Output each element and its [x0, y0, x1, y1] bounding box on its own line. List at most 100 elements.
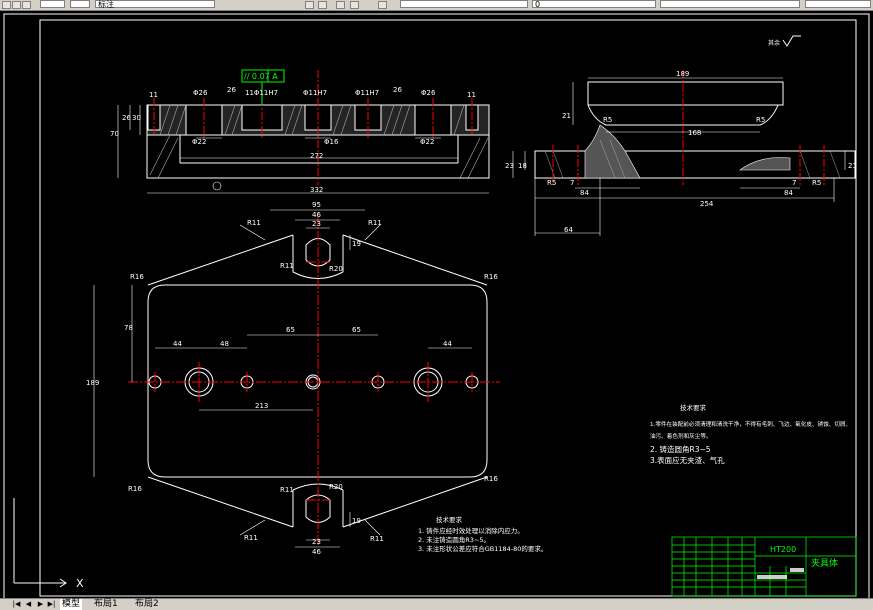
notes-mid-title: 技术要求 — [436, 515, 463, 524]
dim-46-top: 46 — [312, 211, 321, 219]
dim-r16-b: R16 — [484, 273, 498, 281]
tab-first-button[interactable]: |◀ — [12, 600, 21, 608]
layer-linetype-swatch[interactable] — [70, 0, 90, 8]
notes-right-line-1: 1.零件在装配前必须清理和清洗干净，不得有毛刺、飞边、氧化皮、锈蚀、切屑、 — [650, 420, 851, 428]
toolbar: 标注 0 — [0, 0, 873, 11]
color-dropdown[interactable] — [400, 0, 528, 8]
dim-hole-right: Φ11H7 — [355, 89, 379, 97]
drawing-svg: 其余 — [3, 13, 870, 600]
dim-d26-right: Φ26 — [421, 89, 436, 97]
dim-d16: Φ16 — [324, 138, 339, 146]
dim-r16-c: R16 — [128, 485, 142, 493]
roughness-note: 其余 — [768, 39, 780, 47]
dim-h23: 23 — [505, 162, 514, 170]
dim-44-right: 44 — [443, 340, 452, 348]
dim-189: 189 — [676, 70, 689, 78]
dim-h70: 70 — [110, 130, 119, 138]
dim-h21b: 21 — [848, 162, 857, 170]
tab-layout1[interactable]: 布局1 — [94, 599, 118, 609]
dim-168: 168 — [688, 129, 701, 137]
properties-icon[interactable] — [378, 1, 387, 9]
notes-mid-line-3: 3. 未注形状公差应符合GB1184-80的要求。 — [418, 544, 547, 553]
tab-layout2[interactable]: 布局2 — [135, 599, 159, 609]
plan-view: 95 46 23 19 R11 R11 R11 R20 R16 R16 R16 … — [86, 201, 500, 556]
tab-model[interactable]: 模型 — [60, 599, 83, 610]
dim-95: 95 — [312, 201, 321, 209]
dim-r5a: R5 — [603, 116, 612, 124]
top-view: // 0.07 A 11 11 Φ26 Φ26 26 26 11Φ11H7 Φ1… — [110, 69, 490, 194]
layer-freeze-icon[interactable] — [12, 1, 21, 9]
text-style-icon[interactable] — [318, 1, 327, 9]
dim-7a: 7 — [570, 179, 574, 187]
roughness-symbol-icon — [782, 35, 801, 47]
dim-7b: 7 — [792, 179, 796, 187]
dim-r5c: R5 — [547, 179, 556, 187]
dim-r20-top: R20 — [329, 265, 343, 273]
dim-w11-right: 11 — [467, 91, 476, 99]
dim-19-top: 19 — [352, 240, 361, 248]
linetype-dropdown[interactable]: 0 — [532, 0, 656, 9]
dim-84a: 84 — [580, 189, 589, 197]
drawing-canvas[interactable]: 其余 — [0, 10, 873, 600]
dim-h26: 26 — [122, 114, 131, 122]
dim-254: 254 — [700, 200, 714, 208]
plotstyle-dropdown[interactable] — [805, 0, 871, 8]
dim-r11-tr: R11 — [368, 219, 382, 227]
notes-right-line-2: 油污、着色剂和灰尘等。 — [650, 432, 712, 440]
tab-last-button[interactable]: ▶| — [47, 600, 56, 608]
dim-64: 64 — [564, 226, 573, 234]
dim-65a: 65 — [286, 326, 295, 334]
notes-mid-line-2: 2. 未注铸造圆角R3~5。 — [418, 535, 490, 544]
tab-prev-button[interactable]: ◀ — [25, 600, 32, 608]
dim-r20-bot: R20 — [329, 483, 343, 491]
dim-r11-bl: R11 — [244, 534, 258, 542]
dim-h18: 18 — [518, 162, 527, 170]
dim-w11-left: 11 — [149, 91, 158, 99]
notes-right-line-4: 3.表面应无夹渣、气孔 — [650, 455, 725, 465]
title-block-part-name: 夹具体 — [811, 557, 838, 569]
title-block-material: HT200 — [770, 545, 796, 554]
table-style-icon[interactable] — [350, 1, 359, 9]
dim-d22-right: Φ22 — [420, 138, 434, 146]
ucs-icon — [13, 498, 67, 588]
ucs-x-label: X — [76, 577, 84, 590]
layer-state-icon[interactable] — [2, 1, 11, 9]
dim-26b: 26 — [393, 86, 402, 94]
lineweight-dropdown[interactable] — [660, 0, 800, 8]
style-icon[interactable] — [305, 1, 314, 9]
dim-hole-left: 11Φ11H7 — [245, 89, 278, 97]
dim-r11-br: R11 — [370, 535, 384, 543]
dim-48: 48 — [220, 340, 229, 348]
layer-dropdown[interactable]: 标注 — [95, 0, 215, 9]
notes-right-line-3: 2. 铸造圆角R3~5 — [650, 444, 711, 454]
dim-r11-tl: R11 — [247, 219, 261, 227]
dim-r11-inner-top: R11 — [280, 262, 294, 270]
side-view: 189 168 254 64 21 23 18 21 R5 R5 R5 R5 8… — [505, 70, 857, 236]
dim-r5d: R5 — [812, 179, 821, 187]
dim-d26-left: Φ26 — [193, 89, 208, 97]
dim-213: 213 — [255, 402, 268, 410]
dim-84b: 84 — [784, 189, 793, 197]
dim-26a: 26 — [227, 86, 236, 94]
dim-r16-d: R16 — [484, 475, 498, 483]
dim-272: 272 — [310, 152, 323, 160]
linetype-dropdown-value: 0 — [535, 0, 541, 9]
dim-r16-a: R16 — [130, 273, 144, 281]
layer-lock-icon[interactable] — [22, 1, 31, 9]
dim-r5b: R5 — [756, 116, 765, 124]
tab-next-button[interactable]: ▶ — [37, 600, 44, 608]
dim-r11-inner-bot: R11 — [280, 486, 294, 494]
dim-23-top: 23 — [312, 220, 321, 228]
dim-65b: 65 — [352, 326, 361, 334]
dim-332: 332 — [310, 186, 323, 194]
dim-d22-left: Φ22 — [192, 138, 206, 146]
dim-19-bot: 19 — [352, 517, 361, 525]
paper-border — [3, 13, 870, 600]
dim-44-left: 44 — [173, 340, 182, 348]
dim-189-plan: 189 — [86, 379, 99, 387]
layout-tab-bar: |◀ ◀ ▶ ▶| 模型 布局1 布局2 — [0, 598, 873, 610]
dim-style-icon[interactable] — [336, 1, 345, 9]
dim-23-bot: 23 — [312, 538, 321, 546]
layer-color-swatch[interactable] — [40, 0, 65, 8]
dim-h30: 30 — [132, 114, 141, 122]
